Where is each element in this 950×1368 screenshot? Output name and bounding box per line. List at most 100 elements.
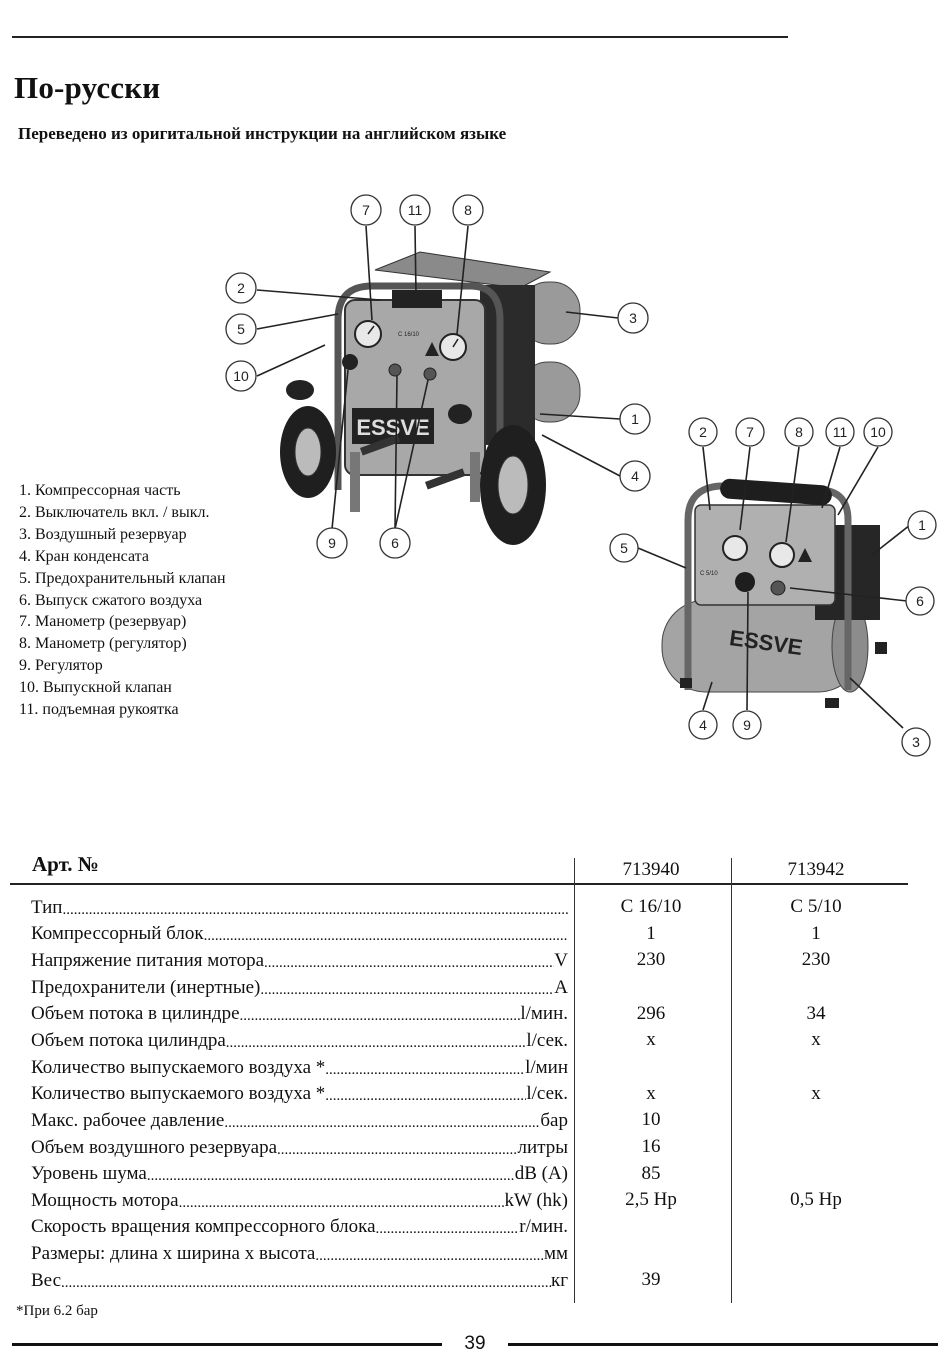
spec-row: Размеры: длина x ширина x высота........…	[31, 1238, 568, 1265]
spec-value-713940: 10	[641, 1109, 661, 1131]
legend-item: 7. Манометр (резервуар)	[19, 613, 187, 631]
c5-callout-6: 6	[916, 593, 924, 609]
c5-callout-5: 5	[620, 540, 628, 556]
spec-value-713940	[576, 1054, 726, 1081]
spec-row: Уровень шума............................…	[31, 1159, 568, 1186]
footnote: *При 6.2 бар	[16, 1303, 98, 1319]
column-header-713942: 713942	[787, 859, 845, 880]
spec-value-713942: x	[811, 1029, 821, 1051]
leader-dots: ........................................…	[61, 1274, 551, 1291]
spec-unit: кг	[550, 1269, 568, 1291]
spec-unit: l/сек.	[526, 1029, 568, 1051]
spec-row: Мощность мотора.........................…	[31, 1185, 568, 1212]
c5-callout-3: 3	[912, 734, 920, 750]
leader-dots: ........................................…	[239, 1008, 521, 1025]
c5-callout-7: 7	[746, 424, 754, 440]
leader-dots: ........................................…	[260, 981, 554, 998]
legend-item: 2. Выключатель вкл. / выкл.	[19, 503, 210, 521]
spec-label: Размеры: длина x ширина x высота	[31, 1243, 316, 1265]
c5-model-plate: C 5/10	[700, 571, 718, 577]
spec-label: Тип	[31, 896, 63, 918]
leader-dots: ........................................…	[225, 1034, 527, 1051]
spec-value-713940: 1	[646, 922, 656, 944]
leader-dots: ........................................…	[375, 1221, 520, 1238]
spec-label: Объем потока цилиндра	[31, 1029, 226, 1051]
c5-callout-2: 2	[699, 424, 707, 440]
spec-value-713942	[741, 974, 891, 1001]
c16-callout-9: 9	[328, 535, 336, 551]
c5-callout-4: 4	[699, 717, 707, 733]
spec-unit: l/мин.	[520, 1003, 568, 1025]
legend-item: 10. Выпускной клапан	[19, 679, 172, 697]
leader-dots: ........................................…	[62, 901, 568, 918]
legend-item: 5. Предохранительный клапан	[19, 569, 226, 587]
bottom-rule	[508, 1343, 938, 1346]
spec-row: Количество выпускаемого воздуха *.......…	[31, 1052, 568, 1079]
spec-value-713942	[741, 1134, 891, 1161]
legend-item: 11. подъемная рукоятка	[19, 701, 179, 719]
compressor-c16-illustration: C 16/10 ESSVE 7 11 8 2 5 10 3 1 4 9 6	[225, 194, 651, 559]
c16-model-plate: C 16/10	[398, 332, 420, 338]
spec-unit: l/мин	[525, 1056, 568, 1078]
c16-callout-8: 8	[464, 202, 472, 218]
spec-value-713940: 39	[641, 1269, 661, 1291]
leader-dots: ........................................…	[178, 1194, 505, 1211]
spec-value-713942	[741, 1214, 891, 1241]
bottom-rule	[12, 1343, 442, 1346]
spec-row: Количество выпускаемого воздуха *.......…	[31, 1079, 568, 1106]
parts-legend: 1. Компрессорная часть 2. Выключатель вкл…	[19, 480, 226, 721]
spec-value-713940: 296	[636, 1002, 666, 1024]
spec-value-713942: C 5/10	[790, 896, 842, 917]
spec-value-713940: 230	[636, 949, 666, 971]
leader-dots: ........................................…	[146, 1168, 515, 1185]
spec-value-713942: 0,5 Hp	[790, 1189, 842, 1211]
spec-value-713942	[741, 1267, 891, 1294]
spec-row: Объем потока в цилиндре.................…	[31, 999, 568, 1026]
spec-unit: литры	[517, 1136, 568, 1158]
spec-value-713942	[741, 1161, 891, 1188]
c16-callout-1: 1	[631, 411, 639, 427]
spec-row: Макс. рабочее давление..................…	[31, 1105, 568, 1132]
spec-value-713942	[741, 1240, 891, 1267]
c5-callout-9: 9	[743, 717, 751, 733]
legend-item: 3. Воздушный резервуар	[19, 525, 187, 543]
spec-unit: бар	[540, 1109, 568, 1131]
spec-value-713940: C 16/10	[620, 896, 682, 917]
leader-dots: ........................................…	[203, 928, 568, 945]
spec-value-713940: 2,5 Hp	[625, 1189, 677, 1211]
spec-label: Количество выпускаемого воздуха *	[31, 1056, 326, 1078]
compressor-c5-illustration: C 5/10 ESSVE 2 7 8 11 10 1 5 6 4 9 3	[609, 417, 937, 757]
spec-row: Напряжение питания мотора ..............…	[31, 945, 568, 972]
spec-row: Объем потока цилиндра...................…	[31, 1025, 568, 1052]
leader-dots: ........................................…	[277, 1141, 518, 1158]
c16-callout-11: 11	[408, 202, 423, 218]
spec-unit: мм	[543, 1243, 568, 1265]
spec-unit: kW (hk)	[504, 1189, 569, 1211]
spec-label: Вес	[31, 1269, 62, 1291]
spec-value-713940	[576, 1214, 726, 1241]
legend-item: 6. Выпуск сжатого воздуха	[19, 591, 203, 609]
leader-dots: ........................................…	[325, 1088, 527, 1105]
legend-item: 1. Компрессорная часть	[19, 482, 181, 499]
spec-label: Предохранители (инертные)	[31, 976, 261, 998]
c16-callout-2: 2	[237, 280, 245, 296]
spec-unit: l/сек.	[526, 1083, 568, 1105]
spec-value-713940: 85	[641, 1162, 661, 1184]
page-subtitle: Переведено из оригитальной инструкции на…	[18, 124, 507, 143]
c5-callout-1: 1	[918, 517, 926, 533]
spec-row: Тип.....................................…	[31, 892, 568, 919]
spec-label: Мощность мотора	[31, 1189, 179, 1211]
leader-dots: ........................................…	[315, 1248, 544, 1265]
legend-item: 4. Кран конденсата	[19, 547, 149, 565]
leader-dots: ........................................…	[264, 954, 554, 971]
spec-header-rule	[10, 883, 908, 885]
column-divider	[731, 858, 732, 1303]
top-rule	[12, 36, 788, 38]
spec-value-713942: 34	[806, 1002, 826, 1024]
spec-unit: r/мин.	[519, 1216, 568, 1238]
page-title: По-русски	[14, 70, 161, 105]
c16-callout-7: 7	[362, 202, 370, 218]
c16-callout-5: 5	[237, 321, 245, 337]
spec-value-713940	[576, 1240, 726, 1267]
spec-label: Уровень шума	[31, 1163, 147, 1185]
